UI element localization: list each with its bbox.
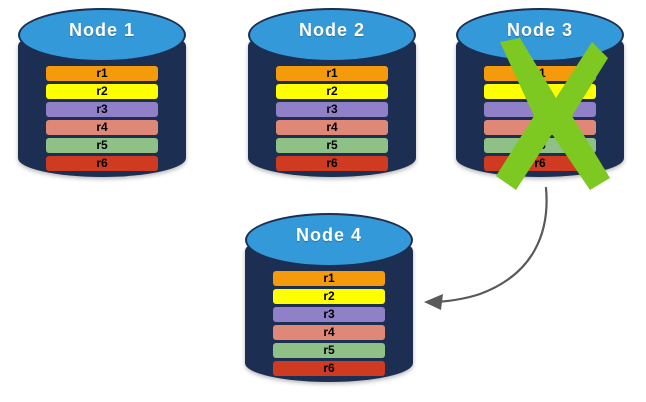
node-2-rows: r1 r2 r3 r4 r5 r6: [276, 66, 388, 171]
node-4-row-r4[interactable]: r4: [273, 325, 385, 340]
node-3-row-r6[interactable]: r6: [484, 156, 596, 171]
node-2[interactable]: Node 2 r1 r2 r3 r4 r5 r6: [248, 8, 416, 186]
node-2-row-r2[interactable]: r2: [276, 84, 388, 99]
node-4-row-r6[interactable]: r6: [273, 361, 385, 376]
node-1-rows: r1 r2 r3 r4 r5 r6: [46, 66, 158, 171]
node-4-cylinder-top: [245, 213, 413, 267]
node-2-cylinder-top: [248, 8, 416, 62]
node-1-row-r6[interactable]: r6: [46, 156, 158, 171]
node-3-label: Node 3: [506, 20, 573, 40]
node-3-row-r4[interactable]: r4: [484, 120, 596, 135]
node-4-row-r2[interactable]: r2: [273, 289, 385, 304]
node-3[interactable]: Node 3 r1 r2 r3 r4 r5 r6: [456, 8, 624, 186]
node-2-row-r6[interactable]: r6: [276, 156, 388, 171]
node-3-row-r2[interactable]: r2: [484, 84, 596, 99]
node-1-row-r4[interactable]: r4: [46, 120, 158, 135]
node-4-row-r3[interactable]: r3: [273, 307, 385, 322]
node-1-label: Node 1: [68, 20, 135, 40]
node-2-row-r5[interactable]: r5: [276, 138, 388, 153]
node-2-row-r3[interactable]: r3: [276, 102, 388, 117]
node-3-row-r1[interactable]: r1: [484, 66, 596, 81]
node-4-rows: r1 r2 r3 r4 r5 r6: [273, 271, 385, 376]
node-2-label: Node 2: [298, 20, 365, 40]
node-3-row-r3[interactable]: r3: [484, 102, 596, 117]
node-1-row-r2[interactable]: r2: [46, 84, 158, 99]
node-1-row-r1[interactable]: r1: [46, 66, 158, 81]
node-1-row-r5[interactable]: r5: [46, 138, 158, 153]
node-4-label: Node 4: [295, 225, 362, 245]
node-4[interactable]: Node 4 r1 r2 r3 r4 r5 r6: [245, 213, 413, 391]
node-1-row-r3[interactable]: r3: [46, 102, 158, 117]
node-1-cylinder-top: [18, 8, 186, 62]
node-3-row-r5[interactable]: r5: [484, 138, 596, 153]
node-4-row-r1[interactable]: r1: [273, 271, 385, 286]
node-2-row-r1[interactable]: r1: [276, 66, 388, 81]
node-4-row-r5[interactable]: r5: [273, 343, 385, 358]
node-2-row-r4[interactable]: r4: [276, 120, 388, 135]
node-3-rows: r1 r2 r3 r4 r5 r6: [484, 66, 596, 171]
node-1[interactable]: Node 1 r1 r2 r3 r4 r5 r6: [18, 8, 186, 186]
